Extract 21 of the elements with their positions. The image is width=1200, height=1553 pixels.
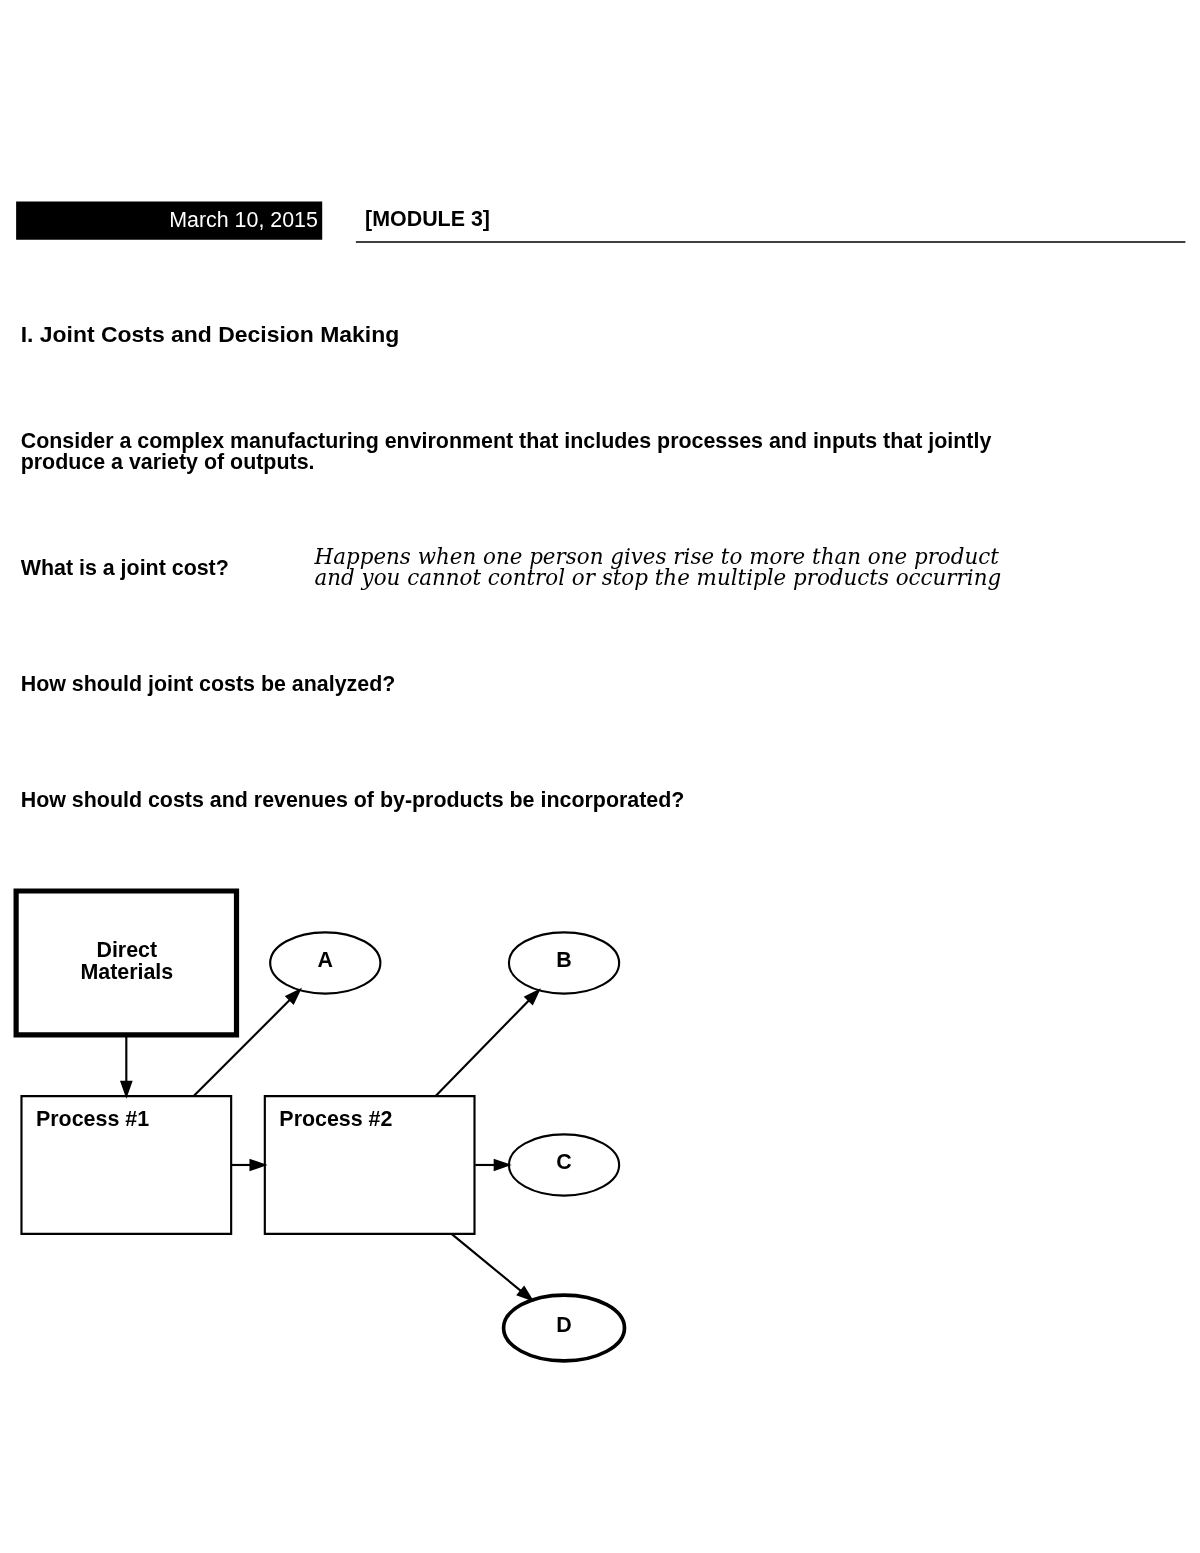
node-box: Process #2 — [263, 1094, 476, 1235]
label: What is a joint cost? — [20, 555, 229, 580]
node-ellipse: D — [501, 1292, 627, 1363]
label: How should costs and revenues of by-products be incorporated? — [20, 787, 685, 812]
arrow — [434, 987, 541, 1097]
label: March 10, 2015 — [169, 207, 318, 232]
node-ellipse: A — [269, 930, 382, 995]
arrow — [192, 987, 302, 1097]
label: Consider a complex manufacturing environment that includes processes and inputs that jointly produce a variety of outputs. — [20, 427, 992, 474]
node-ellipse: B — [507, 930, 621, 995]
arrow — [231, 1158, 268, 1171]
node-box: Process #1 — [20, 1094, 233, 1235]
label: [MODULE 3] — [365, 206, 490, 231]
arrow — [450, 1232, 535, 1302]
arrow — [120, 1034, 133, 1099]
node-box: Direct Materials — [13, 887, 240, 1037]
label: Happens when one person gives rise to more than one product and you cannot control or stop the multiple products occurring — [314, 543, 1002, 590]
node-ellipse: C — [507, 1132, 621, 1197]
label: I. Joint Costs and Decision Making — [20, 320, 400, 347]
label: How should joint costs be analyzed? — [20, 671, 396, 696]
arrow — [475, 1158, 512, 1171]
